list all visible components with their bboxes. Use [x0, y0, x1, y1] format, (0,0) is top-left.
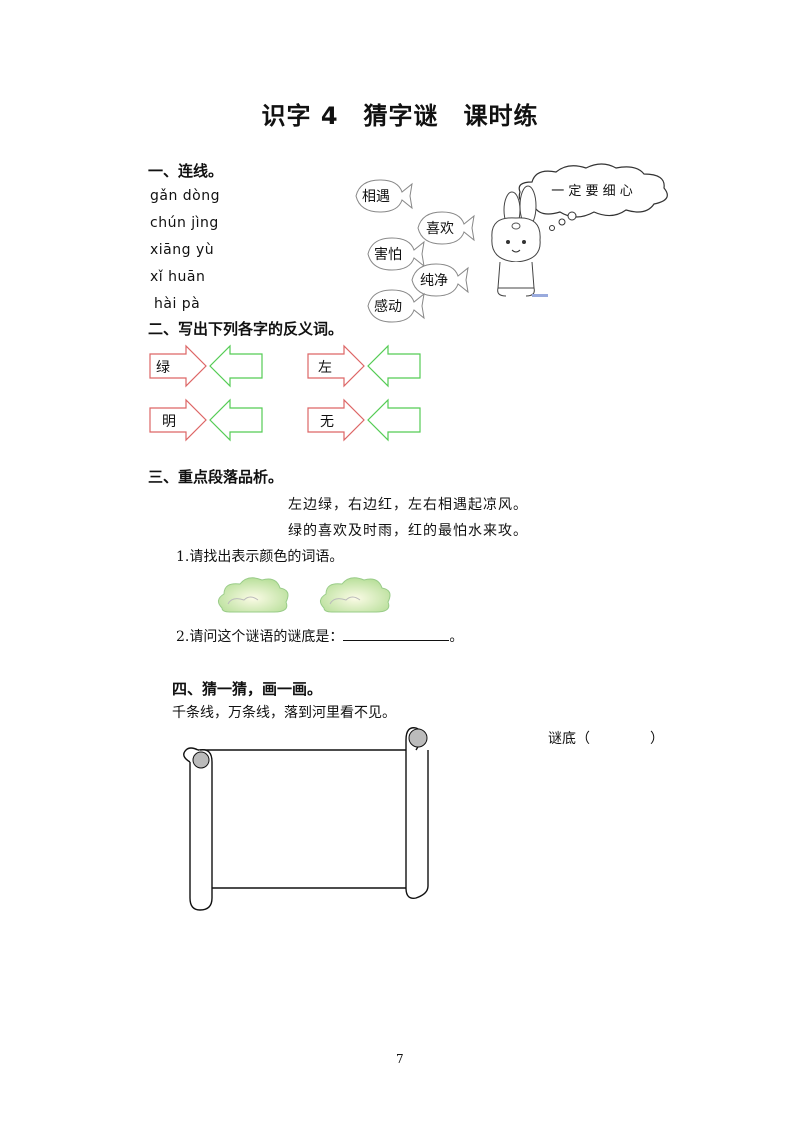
bunny-character-icon [491, 185, 548, 297]
page-title: 识字 4 猜字谜 课时练 [261, 102, 539, 130]
answer-blank[interactable] [343, 626, 450, 641]
pinyin-item: xǐ huān [150, 269, 206, 285]
antonym-pair-wu[interactable]: 无 [307, 398, 421, 442]
fish-label: 害怕 [374, 247, 402, 263]
fish-word-haipa[interactable]: 害怕 [367, 237, 425, 271]
thought-text: 一 定 要 细 心 [551, 184, 633, 199]
riddle-text: 千条线，万条线，落到河里看不见。 [172, 705, 396, 721]
antonym-pair-lv[interactable]: 绿 [149, 344, 263, 388]
question-1: 1.请找出表示颜色的词语。 [176, 549, 344, 565]
fish-word-chunjing[interactable]: 纯净 [411, 263, 469, 297]
pinyin-item: hài pà [154, 296, 201, 312]
question-2: 2.请问这个谜语的谜底是： 。 [176, 626, 463, 646]
antonym-pair-ming[interactable]: 明 [149, 398, 263, 442]
fish-word-xiangyu[interactable]: 相遇 [355, 179, 413, 213]
fish-label: 相遇 [362, 189, 390, 205]
antonym-char: 明 [162, 414, 176, 430]
fish-word-xihuan[interactable]: 喜欢 [417, 211, 475, 245]
thought-cloud: 一 定 要 细 心 [518, 163, 668, 231]
fish-word-cluster: 相遇 喜欢 害怕 纯净 感动 [355, 179, 475, 323]
pinyin-item: gǎn dòng [150, 188, 221, 204]
question-2-end: 。 [449, 629, 464, 645]
scroll-drawing-area[interactable] [176, 722, 440, 918]
antonym-char: 左 [318, 360, 332, 376]
antonym-pair-zuo[interactable]: 左 [307, 344, 421, 388]
page-number: 7 [396, 1052, 404, 1066]
riddle-line: 左边绿，右边红，左右相遇起凉风。 [288, 497, 528, 513]
pinyin-item: xiāng yù [150, 242, 215, 258]
section2-heading: 二、写出下列各字的反义词。 [148, 320, 344, 338]
antonym-arrows: 绿 左 明 无 [149, 344, 421, 442]
antonym-char: 无 [320, 414, 334, 430]
fish-word-gandong[interactable]: 感动 [367, 289, 425, 323]
antonym-char: 绿 [156, 360, 170, 376]
pinyin-item: chún jìng [150, 215, 219, 231]
answer-close: ） [650, 731, 664, 747]
riddle-line: 绿的喜欢及时雨，红的最怕水来攻。 [288, 523, 528, 539]
cloud-box-1[interactable] [218, 577, 289, 613]
section1-heading: 一、连线。 [148, 162, 224, 180]
question-2-text: 2.请问这个谜语的谜底是： [176, 629, 344, 645]
section4-heading: 四、猜一猜，画一画。 [172, 680, 323, 698]
cartoon-illustration: 一 定 要 细 心 [491, 163, 668, 297]
answer-label: 谜底（ ） [548, 728, 664, 748]
cloud-box-2[interactable] [320, 577, 391, 613]
cloud-answer-boxes [218, 577, 391, 613]
fish-label: 感动 [374, 298, 402, 315]
section3-heading: 三、重点段落品析。 [148, 468, 284, 486]
answer-open: 谜底（ [548, 731, 590, 747]
fish-label: 纯净 [420, 273, 448, 289]
fish-label: 喜欢 [426, 221, 454, 237]
